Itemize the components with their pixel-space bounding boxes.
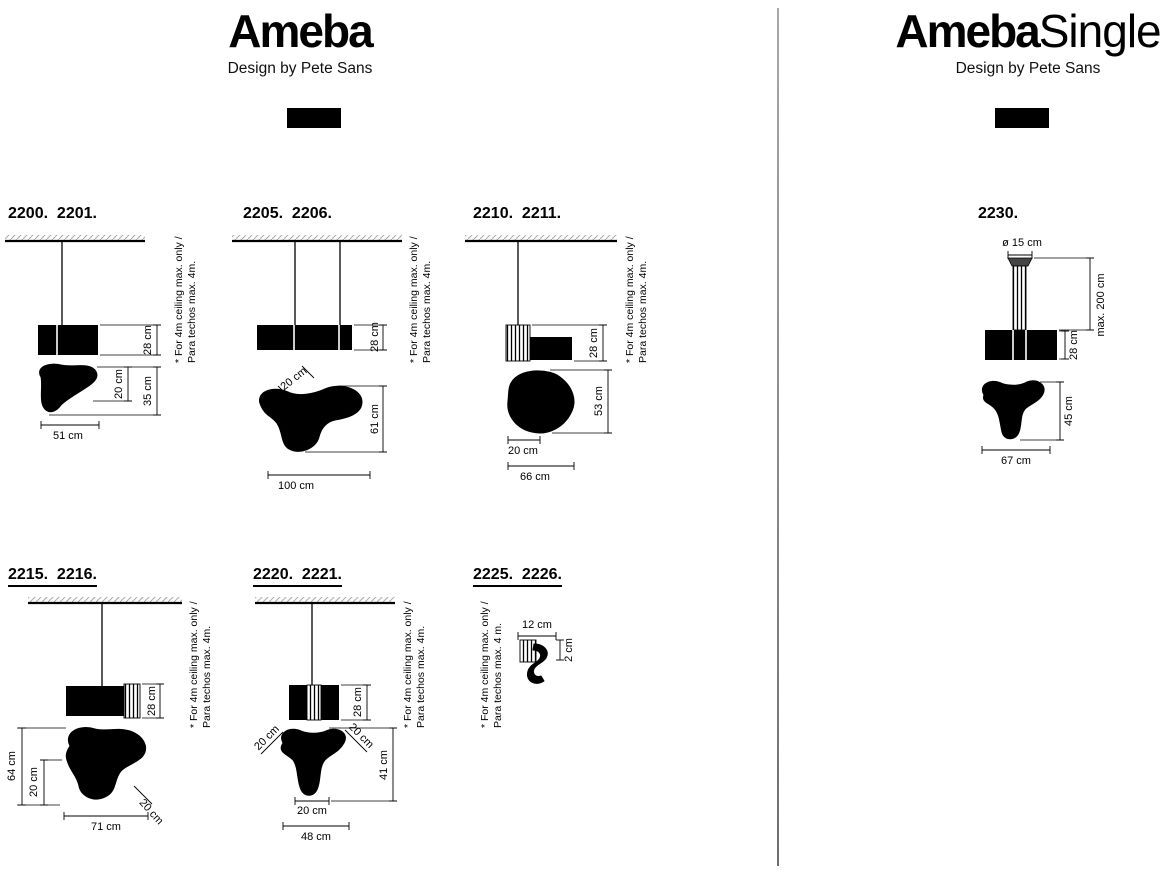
ceiling-note: * For 4m ceiling max. only /Para techos … bbox=[173, 236, 198, 363]
dim-max-drop: max. 200 cm bbox=[1095, 273, 1107, 337]
ceiling-note: * For 4m ceiling max. only /Para techos … bbox=[479, 601, 504, 728]
mount-bracket bbox=[526, 643, 548, 684]
dim-height: 2 cm bbox=[563, 638, 575, 662]
product-title-right: AmebaSingle bbox=[878, 4, 1171, 58]
drawing-2220 bbox=[255, 597, 397, 830]
dim-shade-height: 20 cm bbox=[113, 369, 125, 399]
ceiling-hatch bbox=[28, 597, 182, 603]
dimension-lines bbox=[507, 324, 612, 470]
brand-logo-left bbox=[287, 108, 341, 128]
diagram-2230: 2230. ø 15 cm max. 200 cm 28 cm 45 cm 67… bbox=[960, 200, 1171, 475]
diagram-2210-2211: 2210. 2211. 28 cm 20 cm 53 cm 66 cm * Fo… bbox=[462, 203, 684, 493]
dim-width: 67 cm bbox=[1001, 455, 1031, 467]
diagram-2225-2226: 2225. 2226. 12 cm 2 cm * For 4m ceiling … bbox=[462, 560, 607, 750]
dim-width: 12 cm bbox=[522, 619, 552, 631]
diagram-2215-2216: 2215. 2216. 28 cm 64 cm 20 cm 71 cm 20 c… bbox=[0, 560, 235, 870]
shade-blob bbox=[259, 385, 363, 452]
shade-blob bbox=[507, 370, 575, 434]
fixture-striped-column bbox=[123, 683, 141, 719]
dim-fixture-height: 28 cm bbox=[588, 328, 600, 358]
dim-width: 71 cm bbox=[91, 821, 121, 833]
designer-credit-left: Design by Pete Sans bbox=[227, 60, 373, 77]
ceiling-hatch bbox=[5, 235, 145, 241]
dim-fixture-height: 28 cm bbox=[352, 687, 364, 717]
dim-arm-bottom: 20 cm bbox=[297, 805, 327, 817]
dim-total-height: 41 cm bbox=[378, 750, 390, 780]
drawing-2230 bbox=[981, 251, 1094, 454]
mount-striped-block bbox=[519, 639, 537, 663]
dimension-lines bbox=[18, 683, 164, 820]
model-label: 2215. 2216. bbox=[8, 566, 97, 587]
fixture-body bbox=[289, 685, 307, 720]
dimension-lines bbox=[260, 684, 397, 830]
fixture-body bbox=[66, 686, 128, 716]
drawing-2205 bbox=[232, 235, 402, 479]
model-label: 2210. 2211. bbox=[473, 205, 562, 222]
dim-fixture-height: 28 cm bbox=[142, 325, 154, 355]
diagram-2205-2206: 2205. 2206. 28 cm 20 cm 61 cm 100 cm * F… bbox=[230, 203, 445, 498]
fixture-striped-column bbox=[505, 324, 531, 362]
shade-blob bbox=[39, 363, 98, 413]
dimension-lines bbox=[267, 324, 387, 479]
ceiling-note: * For 4m ceiling max. only /Para techos … bbox=[624, 236, 649, 363]
dim-fixture-height: 28 cm bbox=[146, 686, 158, 716]
model-label: 2225. 2226. bbox=[473, 566, 562, 587]
fixture-striped-column bbox=[306, 684, 322, 721]
section-divider bbox=[777, 8, 779, 866]
ceiling-note: * For 4m ceiling max. only /Para techos … bbox=[402, 601, 427, 728]
fixture-body bbox=[530, 337, 572, 360]
shade-blob bbox=[280, 728, 346, 796]
dim-width: 51 cm bbox=[53, 430, 83, 442]
drawing-2200 bbox=[5, 235, 161, 429]
fixture-body bbox=[38, 325, 98, 355]
drawing-2215 bbox=[17, 597, 182, 820]
dim-total-height: 35 cm bbox=[142, 376, 154, 406]
shade-blob bbox=[65, 727, 146, 800]
diagram-2220-2221: 2220. 2221. 28 cm 20 cm 20 cm 41 cm 20 c… bbox=[245, 560, 450, 874]
dim-width: 100 cm bbox=[277, 480, 315, 492]
ceiling-hatch bbox=[232, 235, 402, 241]
dimension-lines bbox=[981, 251, 1094, 454]
designer-credit-right: Design by Pete Sans bbox=[955, 60, 1101, 77]
dim-shade-height: 61 cm bbox=[369, 404, 381, 434]
model-label: 2205. 2206. bbox=[243, 205, 332, 222]
product-title-left: Ameba bbox=[228, 5, 373, 57]
model-label: 2230. bbox=[978, 205, 1019, 222]
drawing-2210 bbox=[465, 235, 617, 470]
dim-canopy-diameter: ø 15 cm bbox=[1002, 237, 1042, 249]
ceiling-hatch bbox=[465, 235, 617, 241]
title-light: Single bbox=[1038, 5, 1162, 57]
ceiling-note: * For 4m ceiling max. only /Para techos … bbox=[408, 236, 433, 363]
dim-width: 48 cm bbox=[301, 831, 331, 843]
dim-shade-height: 45 cm bbox=[1063, 396, 1075, 426]
fixture-body bbox=[985, 330, 1057, 360]
dim-fixture-height: 28 cm bbox=[369, 322, 381, 352]
diagram-2200-2201: 2200. 2201. 28 cm 20 cm 35 cm 51 cm * Fo… bbox=[5, 203, 220, 458]
suspension-rod bbox=[1012, 265, 1027, 331]
model-label: 2200. 2201. bbox=[8, 205, 97, 222]
shade-blob bbox=[982, 380, 1045, 440]
dim-shade-height: 53 cm bbox=[593, 386, 605, 416]
ceiling-canopy bbox=[1007, 257, 1033, 267]
dimension-lines bbox=[40, 324, 161, 429]
ceiling-note: * For 4m ceiling max. only /Para techos … bbox=[188, 601, 213, 728]
ceiling-hatch bbox=[255, 597, 395, 603]
brand-logo-right bbox=[995, 108, 1049, 128]
dim-shade-height: 20 cm bbox=[28, 767, 40, 797]
dim-total-height: 64 cm bbox=[6, 751, 18, 781]
fixture-body bbox=[257, 325, 352, 350]
dim-width: 66 cm bbox=[520, 471, 550, 483]
dim-fixture-height: 28 cm bbox=[1068, 330, 1080, 360]
drawing-2225 bbox=[517, 632, 564, 684]
dim-arm-width: 20 cm bbox=[508, 445, 538, 457]
title-bold: Ameba bbox=[895, 5, 1040, 57]
model-label: 2220. 2221. bbox=[253, 566, 342, 587]
dimension-lines bbox=[517, 632, 564, 661]
fixture-body bbox=[321, 685, 339, 720]
